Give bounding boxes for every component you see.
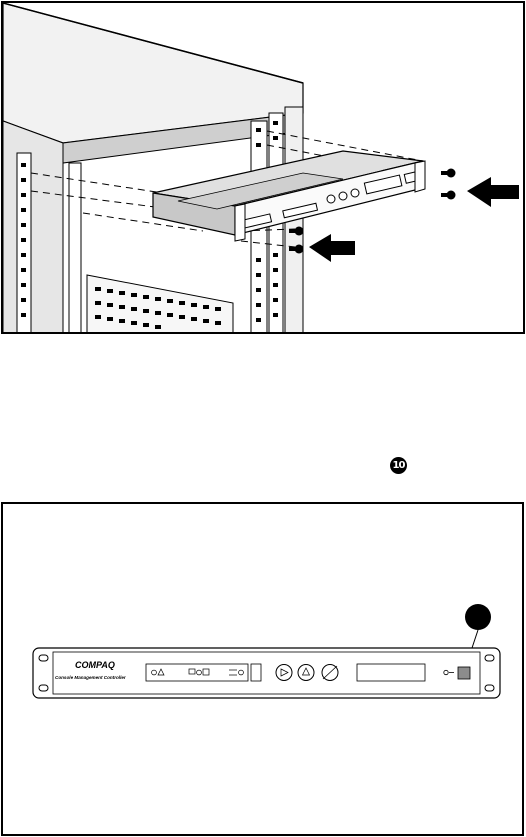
left-inner-rail [69, 163, 81, 332]
arrow-right-upper [467, 177, 519, 207]
brand-logo: COMPAQ [75, 660, 115, 670]
callout-number-badge: 10 [390, 457, 407, 474]
select-button[interactable] [251, 664, 261, 681]
rack-left-side [3, 121, 63, 332]
callout-number-text: 10 [393, 460, 405, 471]
rack-installation-figure [1, 1, 525, 334]
callout-circle [465, 604, 491, 630]
front-panel-figure: COMPAQ Console Management Controller [1, 502, 524, 836]
next-button[interactable] [276, 665, 292, 681]
product-name: Console Management Controller [55, 675, 126, 680]
arrow-right-lower [309, 234, 355, 262]
lcd-display [357, 664, 425, 681]
rack-installation-illustration [3, 3, 523, 332]
up-button[interactable] [298, 665, 314, 681]
power-switch[interactable] [458, 667, 470, 679]
front-panel-illustration: COMPAQ Console Management Controller [3, 504, 522, 834]
